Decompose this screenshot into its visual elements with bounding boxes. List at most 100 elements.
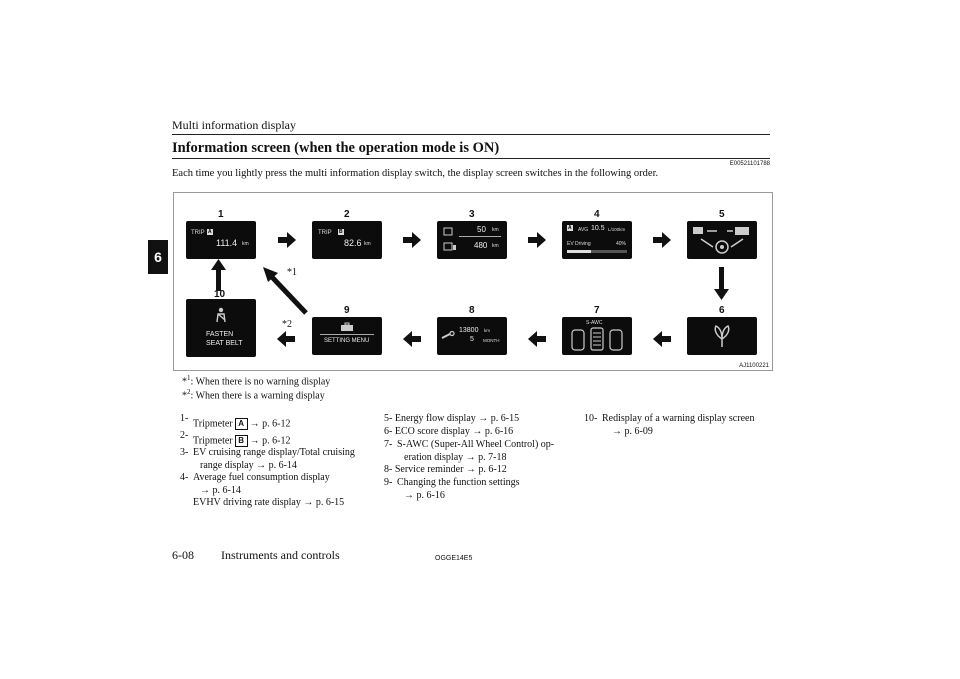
list-item-number: 8-	[384, 464, 393, 475]
trip-unit: km	[364, 241, 371, 247]
list-item-line: Redisplay of a warning display screen	[602, 413, 755, 424]
list-item: 3- EV cruising range display/Total cruis…	[180, 447, 380, 472]
note-star2-mark: *	[182, 390, 187, 402]
trip-unit: km	[242, 241, 249, 247]
list-item-line: EVHV driving rate display → p. 6-15	[193, 497, 345, 508]
screen-eco-score	[687, 317, 757, 355]
screen-cruising-range: 50 km 480 km	[437, 221, 507, 259]
list-item-text: ECO score display → p. 6-16	[394, 426, 514, 437]
wrench-icon	[441, 331, 455, 339]
list-item-line: → p. 6-09	[612, 425, 653, 437]
s-awc-label: S-AWC	[586, 320, 603, 326]
note-star1: *1: When there is no warning display	[182, 374, 330, 387]
header-rule	[172, 134, 770, 135]
leaf-icon	[714, 324, 730, 347]
trip-label: TRIP	[191, 230, 205, 236]
list-item: 7- S-AWC (Super-All Wheel Control) op- e…	[384, 439, 574, 464]
note-star2-sup: 2	[187, 388, 191, 396]
trip-value: 82.6	[344, 238, 362, 248]
list-item: 6- ECO score display → p. 6-16	[384, 426, 574, 439]
arrow-right-icon	[278, 232, 671, 248]
list-item-ref: → p. 6-12	[249, 418, 291, 430]
service-months-value: 5	[470, 336, 474, 343]
setting-menu-label: SETTING MENU	[324, 338, 370, 344]
list-item-text: Service reminder → p. 6-12	[394, 464, 507, 475]
screen-number-1: 1	[218, 209, 224, 220]
total-range-value: 480	[474, 241, 488, 250]
trip-badge: A	[207, 229, 213, 235]
note-star2: *2: When there is a warning display	[182, 388, 325, 401]
list-item-line: range display → p. 6-14	[200, 459, 297, 471]
note-star1-mark: *	[182, 376, 187, 388]
list-item-number: 1-	[180, 413, 189, 424]
star1-label: *1	[287, 267, 297, 278]
service-distance-value: 13800	[459, 327, 479, 334]
avg-label: AVG	[578, 227, 589, 233]
screen-tripmeter-b: TRIP B 82.6 km	[312, 221, 382, 259]
ev-driving-bar	[567, 250, 627, 253]
screen-number-3: 3	[469, 209, 475, 220]
intro-paragraph: Each time you lightly press the multi in…	[172, 168, 659, 179]
running-header: Multi information display	[172, 118, 296, 132]
screen-setting-menu: SETTING MENU	[312, 317, 382, 355]
screen-number-6: 6	[719, 305, 725, 316]
fuel-badge: A	[567, 225, 573, 231]
range-divider	[459, 236, 501, 237]
screen-warning-display: FASTEN SEAT BELT	[186, 299, 256, 357]
screen-tripmeter-a: TRIP A 111.4 km	[186, 221, 256, 259]
footer-code: OGGE14E5	[435, 555, 473, 562]
list-item-label: Tripmeter	[193, 418, 233, 430]
list-item-line: eration display → p. 7-18	[404, 451, 507, 463]
setting-menu-divider	[320, 334, 374, 335]
sequence-arrows	[211, 232, 729, 347]
list-item-number: 9-	[384, 477, 393, 488]
list-item: 4- Average fuel consumption display → p.…	[180, 472, 380, 510]
ev-driving-value: 40%	[616, 241, 627, 247]
note-star1-text: : When there is no warning display	[190, 376, 331, 388]
list-item-line: Changing the function settings	[397, 477, 520, 488]
list-item-text: Energy flow display → p. 6-15	[394, 413, 520, 424]
footer-chapter: Instruments and controls	[221, 548, 340, 562]
screen-s-awc: S-AWC	[562, 317, 632, 355]
section-code: E00521101788	[729, 161, 770, 167]
screen-service-reminder: 13800 km 5 MONTH	[437, 317, 507, 355]
figure-code: AJ1100221	[739, 363, 769, 369]
tripmeter-key-icon: B	[234, 435, 248, 447]
star2-label: *2	[282, 319, 292, 330]
list-item-number: 4-	[180, 472, 189, 483]
avg-unit: L/100km	[608, 227, 626, 232]
trip-badge: B	[338, 229, 344, 235]
warning-line-1: FASTEN	[206, 331, 234, 338]
screen-number-5: 5	[719, 209, 725, 220]
list-item-number: 5-	[384, 413, 393, 424]
toolbox-icon	[341, 322, 353, 331]
list-item-label: Tripmeter	[193, 435, 233, 447]
screen-number-2: 2	[344, 209, 350, 220]
service-distance-unit: km	[484, 328, 490, 333]
chapter-tab: 6	[148, 240, 168, 274]
energy-flow-icon	[693, 227, 749, 254]
ev-range-unit: km	[492, 227, 499, 233]
list-item-line: EV cruising range display/Total cruising	[193, 447, 355, 458]
list-item-line: Average fuel consumption display	[193, 472, 330, 483]
list-item-ref: → p. 6-12	[249, 435, 291, 447]
list-item-line: S-AWC (Super-All Wheel Control) op-	[397, 439, 555, 450]
section-title: Information screen (when the operation m…	[172, 140, 500, 156]
screen-number-7: 7	[594, 305, 600, 316]
list-item-number: 7-	[384, 439, 393, 450]
note-star1-sup: 1	[187, 374, 191, 382]
ev-driving-bar-fill	[567, 250, 591, 253]
page-number: 6-08	[172, 548, 194, 562]
list-item-line: → p. 6-16	[404, 489, 445, 501]
list-item-number: 10-	[584, 413, 598, 424]
list-item: 9- Changing the function settings → p. 6…	[384, 477, 574, 502]
arrow-left-icon	[277, 331, 671, 347]
note-star2-text: : When there is a warning display	[190, 390, 325, 402]
screen-number-9: 9	[344, 305, 350, 316]
arrow-up-icon	[211, 259, 226, 291]
display-sequence-figure: 1 2 3 4 5 6 7 8 9 10 TRIP A 111.4 km TRI…	[173, 192, 773, 371]
screen-average-fuel: A AVG 10.5 L/100km EV Driving 40%	[562, 221, 632, 259]
list-item: 8- Service reminder → p. 6-12	[384, 464, 574, 477]
